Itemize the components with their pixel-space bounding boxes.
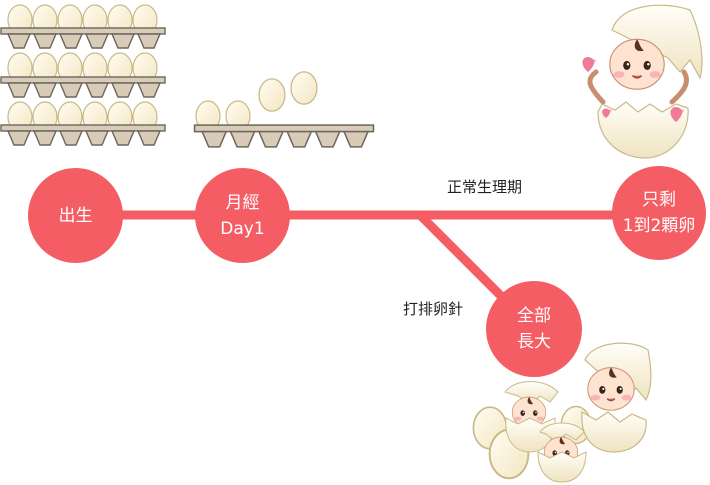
egg-tray-stack (0, 4, 166, 146)
node-all-grow-line2: 長大 (517, 332, 551, 352)
node-first-period-line2: Day1 (220, 218, 265, 239)
node-birth: 出生 (28, 168, 123, 263)
edge-label-normal-cycle: 正常生理期 (447, 178, 523, 196)
node-all-grow-line1: 全部 (517, 306, 551, 326)
node-first-period-line1: 月經 (225, 192, 260, 213)
many-babies-illustration (472, 342, 652, 483)
node-one-or-two-left-line2: 1到2顆卵 (622, 216, 696, 236)
egg-tray-row-1 (0, 4, 166, 49)
node-one-or-two-left: 只剩 1到2顆卵 (612, 166, 706, 260)
egg-tray-row-3 (0, 101, 166, 146)
baby-in-egg-illustration (582, 4, 703, 159)
node-birth-line1: 出生 (58, 205, 93, 226)
egg-tray-partial (193, 71, 375, 148)
node-first-period: 月經 Day1 (195, 168, 290, 263)
node-all-grow: 全部 長大 (486, 281, 582, 377)
egg-tray-row-2 (0, 52, 166, 98)
edge-label-ovulation-shot: 打排卵針 (403, 300, 464, 318)
node-one-or-two-left-line1: 只剩 (642, 190, 676, 210)
